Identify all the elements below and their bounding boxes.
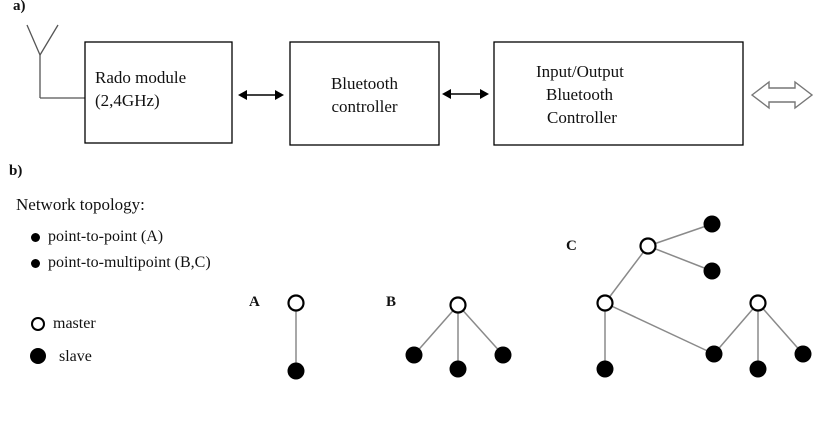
io-controller-line-3: Controller xyxy=(547,108,617,127)
master-node-c3 xyxy=(749,294,767,312)
io-controller-line-2: Bluetooth xyxy=(546,85,614,104)
bluetooth-controller-line-1: Bluetooth xyxy=(330,74,399,93)
legend-master-label: master xyxy=(53,315,96,332)
part-b-label: b) xyxy=(9,163,23,179)
topology-heading: Network topology: xyxy=(16,195,145,214)
legend-slave-icon xyxy=(30,348,46,364)
io-controller-block xyxy=(493,41,744,146)
slave-node-b2 xyxy=(449,360,467,378)
bluetooth-controller-label: Bluetooth controller xyxy=(290,72,439,118)
slave-node-c1 xyxy=(703,215,721,233)
double-arrow-icon xyxy=(442,89,489,99)
hollow-double-arrow-icon xyxy=(750,80,814,110)
bullet-icon xyxy=(31,259,40,268)
slave-node-b1 xyxy=(405,346,423,364)
slave-node-c5 xyxy=(749,360,767,378)
part-a-label: a) xyxy=(13,0,26,14)
io-controller-line-1: Input/Output xyxy=(536,62,624,81)
topology-item-point-to-multipoint: point-to-multipoint (B,C) xyxy=(48,254,211,271)
master-node-b xyxy=(449,296,467,314)
radio-module-line-2: (2,4GHz) xyxy=(95,91,160,110)
legend-master-icon xyxy=(31,317,45,331)
radio-module-line-1: Rado module xyxy=(95,68,187,87)
bluetooth-controller-line-2: controller xyxy=(331,97,398,116)
radio-module-label: Rado module (2,4GHz) xyxy=(85,66,232,112)
radio-module-block xyxy=(84,41,233,144)
topology-item-point-to-point: point-to-point (A) xyxy=(48,228,164,245)
master-node-c2 xyxy=(596,294,614,312)
slave-node-c3 xyxy=(596,360,614,378)
io-controller-label: Input/Output Bluetooth Controller xyxy=(536,60,706,129)
slave-node-b3 xyxy=(494,346,512,364)
antenna-icon xyxy=(26,24,85,99)
bullet-icon xyxy=(31,233,40,242)
network-edges xyxy=(295,223,804,371)
slave-node-c2 xyxy=(703,262,721,280)
network-label-b: B xyxy=(386,294,397,310)
legend-slave-label: slave xyxy=(59,348,92,365)
slave-node-c4 xyxy=(705,345,723,363)
master-node-a xyxy=(287,294,305,312)
double-arrow-icon xyxy=(238,90,284,100)
bluetooth-controller-block xyxy=(289,41,440,146)
network-label-c: C xyxy=(566,238,577,254)
slave-node-c6 xyxy=(794,345,812,363)
network-label-a: A xyxy=(249,294,260,310)
slave-node-a xyxy=(287,362,305,380)
master-node-c1 xyxy=(639,237,657,255)
